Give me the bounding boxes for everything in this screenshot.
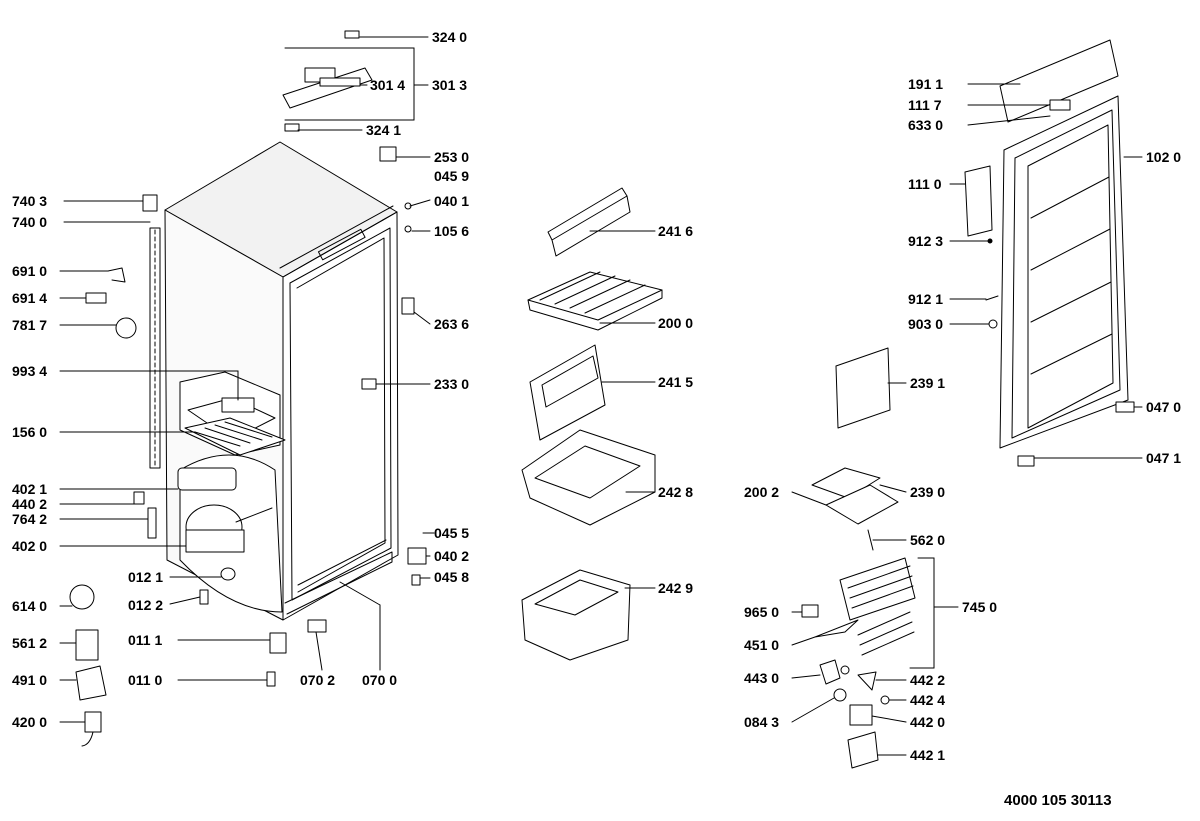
part-label-440-2: 440 2 bbox=[12, 496, 48, 512]
evaporator-drawing bbox=[802, 468, 915, 768]
part-label-324-1: 324 1 bbox=[366, 122, 402, 138]
part-label-242-8: 242 8 bbox=[658, 484, 694, 500]
part-label-443-0: 443 0 bbox=[744, 670, 780, 686]
part-label-045-9: 045 9 bbox=[434, 168, 470, 184]
part-label-451-0: 451 0 bbox=[744, 637, 780, 653]
part-label-912-1: 912 1 bbox=[908, 291, 944, 307]
part-label-442-2: 442 2 bbox=[910, 672, 946, 688]
part-label-105-6: 105 6 bbox=[434, 223, 470, 239]
part-label-239-1: 239 1 bbox=[910, 375, 946, 391]
part-label-045-8: 045 8 bbox=[434, 569, 470, 585]
part-label-402-1: 402 1 bbox=[12, 481, 48, 497]
part-label-633-0: 633 0 bbox=[908, 117, 944, 133]
part-label-191-1: 191 1 bbox=[908, 76, 944, 92]
part-label-965-0: 965 0 bbox=[744, 604, 780, 620]
part-label-491-0: 491 0 bbox=[12, 672, 48, 688]
part-label-301-4: 301 4 bbox=[370, 77, 406, 93]
part-label-242-9: 242 9 bbox=[658, 580, 694, 596]
part-label-301-3: 301 3 bbox=[432, 77, 468, 93]
part-label-781-7: 781 7 bbox=[12, 317, 48, 333]
part-label-442-0: 442 0 bbox=[910, 714, 946, 730]
part-label-011-1: 011 1 bbox=[128, 632, 163, 648]
part-label-442-4: 442 4 bbox=[910, 692, 946, 708]
part-label-084-3: 084 3 bbox=[744, 714, 780, 730]
part-label-691-4: 691 4 bbox=[12, 290, 48, 306]
part-label-562-0: 562 0 bbox=[910, 532, 946, 548]
top-frame-parts bbox=[283, 31, 411, 232]
part-label-442-1: 442 1 bbox=[910, 747, 946, 763]
part-label-740-3: 740 3 bbox=[12, 193, 48, 209]
part-label-040-1: 040 1 bbox=[434, 193, 470, 209]
part-label-040-2: 040 2 bbox=[434, 548, 470, 564]
part-label-420-0: 420 0 bbox=[12, 714, 48, 730]
part-label-047-1: 047 1 bbox=[1146, 450, 1182, 466]
part-label-241-5: 241 5 bbox=[658, 374, 694, 390]
part-label-239-0: 239 0 bbox=[910, 484, 946, 500]
document-number: 4000 105 30113 bbox=[1004, 792, 1112, 809]
part-label-764-2: 764 2 bbox=[12, 511, 48, 527]
part-label-045-5: 045 5 bbox=[434, 525, 470, 541]
part-label-200-0: 200 0 bbox=[658, 315, 694, 331]
part-label-047-0: 047 0 bbox=[1146, 399, 1182, 415]
part-label-993-4: 993 4 bbox=[12, 363, 48, 379]
part-label-903-0: 903 0 bbox=[908, 316, 944, 332]
part-label-233-0: 233 0 bbox=[434, 376, 470, 392]
cabinet-drawing bbox=[150, 142, 398, 620]
part-label-200-2: 200 2 bbox=[744, 484, 780, 500]
part-label-012-2: 012 2 bbox=[128, 597, 164, 613]
part-label-241-6: 241 6 bbox=[658, 223, 694, 239]
part-label-561-2: 561 2 bbox=[12, 635, 48, 651]
part-label-102-0: 102 0 bbox=[1146, 149, 1182, 165]
part-label-253-0: 253 0 bbox=[434, 149, 470, 165]
part-label-402-0: 402 0 bbox=[12, 538, 48, 554]
part-label-070-0: 070 0 bbox=[362, 672, 398, 688]
part-label-263-6: 263 6 bbox=[434, 316, 470, 332]
part-label-012-1: 012 1 bbox=[128, 569, 164, 585]
part-label-070-2: 070 2 bbox=[300, 672, 336, 688]
part-label-156-0: 156 0 bbox=[12, 424, 48, 440]
leader-lines bbox=[60, 37, 1142, 755]
part-label-324-0: 324 0 bbox=[432, 29, 468, 45]
part-label-111-0: 111 0 bbox=[908, 176, 942, 192]
part-label-614-0: 614 0 bbox=[12, 598, 48, 614]
left-loose-parts bbox=[70, 195, 326, 746]
part-label-691-0: 691 0 bbox=[12, 263, 48, 279]
part-label-745-0: 745 0 bbox=[962, 599, 998, 615]
part-label-111-7: 111 7 bbox=[908, 97, 942, 113]
part-label-011-0: 011 0 bbox=[128, 672, 163, 688]
cabinet-small-parts bbox=[362, 298, 434, 585]
shelves-drawers-drawing bbox=[522, 188, 662, 660]
part-label-740-0: 740 0 bbox=[12, 214, 48, 230]
door-drawing bbox=[836, 40, 1134, 466]
part-label-912-3: 912 3 bbox=[908, 233, 944, 249]
